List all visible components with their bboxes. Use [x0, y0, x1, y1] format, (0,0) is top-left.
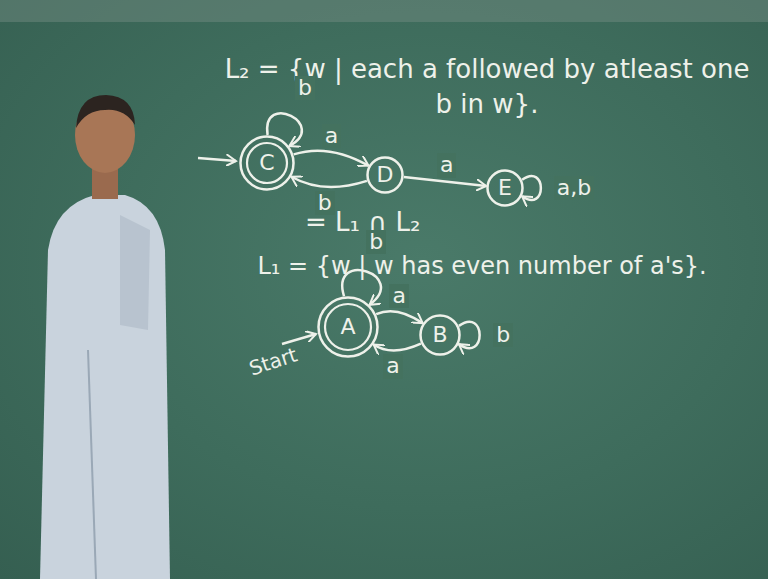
state-name: C — [259, 152, 274, 174]
state-circle: D — [366, 156, 404, 194]
transition-label: b — [295, 76, 315, 100]
state-name: A — [340, 316, 355, 338]
start-arrow — [198, 158, 236, 161]
language-definition: L₁ = {w | w has even number of a's}. — [222, 250, 742, 282]
self-loop — [267, 113, 302, 146]
start-label: Start — [246, 342, 301, 383]
state-circle: B — [419, 314, 461, 356]
transition-label: a — [383, 354, 402, 378]
transition-label: a — [437, 153, 456, 177]
transition-label: a — [389, 284, 408, 308]
transition-arrow — [374, 344, 421, 351]
transition-label: a,b — [554, 176, 594, 200]
transition-arrow — [294, 151, 369, 166]
start-arrow — [282, 334, 316, 344]
self-loop — [522, 176, 541, 200]
self-loop — [459, 322, 480, 348]
transition-arrow — [376, 311, 422, 323]
transition-label: b — [493, 323, 513, 347]
state-circle: E — [486, 169, 524, 207]
transition-label: b — [366, 230, 386, 254]
transition-arrow — [404, 177, 486, 186]
state-name: B — [432, 324, 447, 346]
board-top — [0, 0, 768, 22]
accepting-state: C — [239, 135, 295, 191]
transition-arrow — [291, 177, 367, 187]
state-name: D — [377, 164, 394, 186]
transition-label: a — [322, 124, 341, 148]
lecturer-figure — [40, 95, 170, 579]
state-name: E — [498, 177, 512, 199]
transition-label: b — [315, 191, 335, 215]
accepting-state: A — [317, 296, 379, 358]
